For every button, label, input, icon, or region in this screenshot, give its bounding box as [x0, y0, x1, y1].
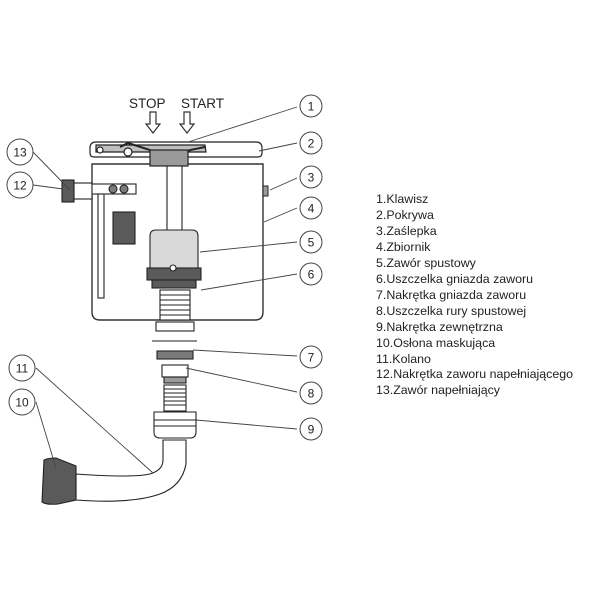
- callout-2: 2: [299, 131, 323, 155]
- valve-seat-nut: [155, 321, 195, 332]
- callout-11: 11: [8, 354, 36, 382]
- svg-text:5: 5: [308, 236, 315, 250]
- callout-4: 4: [299, 196, 323, 220]
- svg-text:2: 2: [308, 137, 315, 151]
- legend-item: 10.Osłona maskująca: [376, 335, 496, 350]
- downpipe-parts: [41, 340, 197, 505]
- legend-item: 11.Kolano: [376, 351, 431, 366]
- svg-text:6: 6: [308, 268, 315, 282]
- callout-6: 6: [299, 262, 323, 286]
- fill-valve: [61, 179, 137, 299]
- masking-cover: [41, 457, 77, 505]
- stop-arrow-icon: [144, 111, 162, 134]
- callout-8: 8: [299, 381, 323, 405]
- callout-1: 1: [299, 94, 323, 118]
- elbow-pipe: [75, 439, 187, 502]
- stop-label: STOP: [129, 96, 166, 111]
- legend-item: 7.Nakrętka gniazda zaworu: [376, 287, 527, 302]
- legend-item: 3.Zaślepka: [376, 223, 437, 238]
- parts-legend: 1.Klawisz 2.Pokrywa 3.Zaślepka 4.Zbiorni…: [376, 192, 573, 399]
- svg-text:12: 12: [13, 179, 27, 193]
- svg-text:11: 11: [16, 362, 29, 376]
- legend-item: 6.Uszczelka gniazda zaworu: [376, 271, 534, 286]
- callouts: 1 2 3 4 5 6 7 8 9 10 11 12 13: [6, 94, 323, 441]
- legend-item: 1.Klawisz: [376, 192, 429, 206]
- legend-item: 12.Nakrętka zaworu napełniającego: [376, 367, 573, 382]
- legend-item: 8.Uszczelka rury spustowej: [376, 303, 527, 318]
- callout-10: 10: [8, 388, 36, 416]
- blind-plug: [262, 185, 269, 197]
- svg-text:8: 8: [308, 387, 315, 401]
- legend-item: 13.Zawór napełniający: [376, 383, 500, 398]
- leader-lines: [32, 106, 298, 474]
- svg-text:9: 9: [308, 423, 315, 437]
- legend-item: 2.Pokrywa: [376, 207, 434, 222]
- legend-item: 9.Nakrętka zewnętrzna: [376, 319, 503, 334]
- svg-text:4: 4: [308, 202, 315, 216]
- callout-13: 13: [6, 138, 34, 166]
- svg-text:1: 1: [308, 100, 315, 114]
- legend-item: 5.Zawór spustowy: [376, 255, 476, 270]
- callout-12: 12: [6, 171, 34, 199]
- start-arrow-icon: [178, 111, 196, 134]
- svg-text:10: 10: [15, 396, 29, 410]
- svg-text:7: 7: [308, 351, 315, 365]
- callout-7: 7: [299, 345, 323, 369]
- svg-text:13: 13: [13, 146, 27, 160]
- lid-assembly: [89, 141, 263, 168]
- callout-3: 3: [299, 165, 323, 189]
- legend-item: 4.Zbiornik: [376, 239, 431, 254]
- callout-9: 9: [299, 417, 323, 441]
- start-label: START: [181, 96, 224, 111]
- svg-text:3: 3: [308, 171, 315, 185]
- flush-valve: [146, 165, 202, 321]
- callout-5: 5: [299, 230, 323, 254]
